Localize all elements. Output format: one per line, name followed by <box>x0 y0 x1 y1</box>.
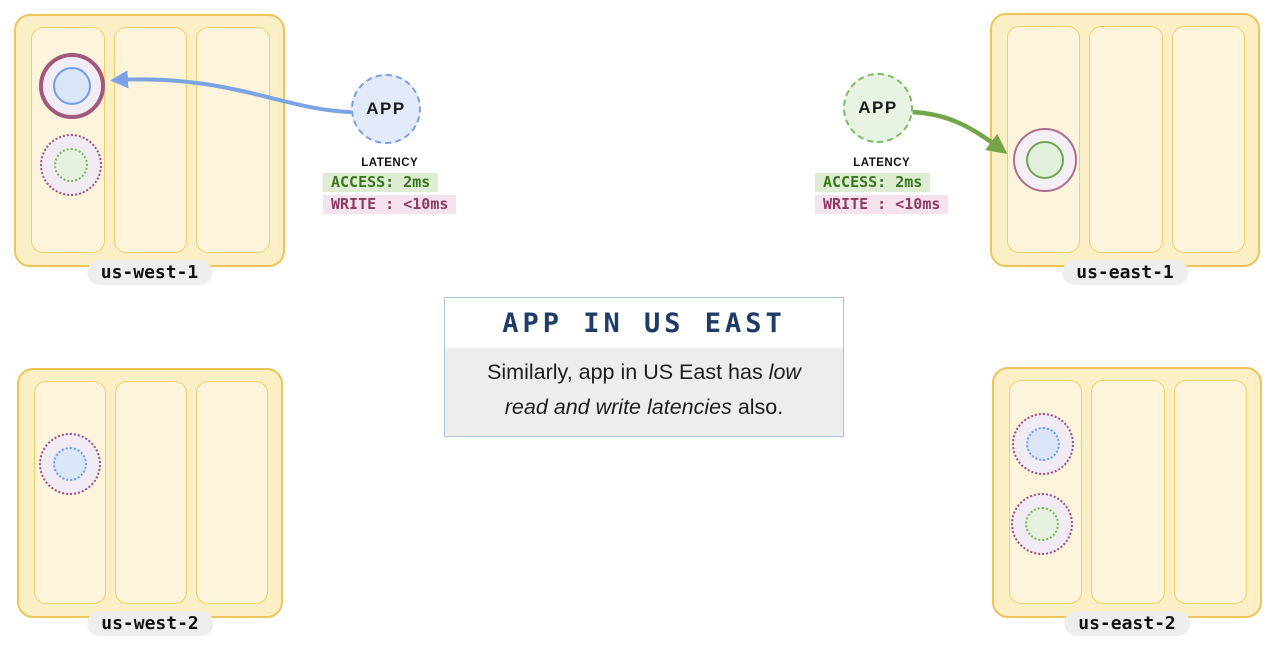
node-box <box>1009 380 1083 604</box>
follower-replica-circle <box>40 134 102 196</box>
callout-text-regular: Similarly, app in US East has <box>487 360 769 384</box>
latency-access-row: ACCESS: 2ms <box>323 173 439 192</box>
range-green-inner <box>1026 141 1064 179</box>
latency-title: LATENCY <box>361 157 419 169</box>
region-label: us-east-1 <box>1062 260 1188 285</box>
leaseholder-replica-circle <box>1013 128 1077 192</box>
app-label: APP <box>858 98 898 117</box>
follower-replica-circle <box>39 433 101 495</box>
callout-box: APP IN US EAST Similarly, app in US East… <box>444 297 844 437</box>
region-label: us-west-1 <box>86 260 213 285</box>
latency-panel-east: LATENCY ACCESS: 2ms WRITE : <10ms <box>815 157 949 217</box>
node-box <box>1171 26 1245 253</box>
region-us-west-2: us-west-2 <box>17 368 283 636</box>
follower-replica-circle <box>1011 493 1073 555</box>
node-box <box>115 381 187 604</box>
latency-write-row: WRITE : <10ms <box>815 195 949 214</box>
app-node-west: APP <box>351 74 421 144</box>
node-box <box>1091 380 1165 604</box>
node-box <box>1089 26 1163 253</box>
range-blue-inner <box>1026 427 1060 461</box>
region-us-east-2: us-east-2 <box>992 367 1262 636</box>
follower-replica-circle <box>1012 413 1074 475</box>
app-label: APP <box>366 99 406 118</box>
region-us-east-1: us-east-1 <box>990 13 1260 285</box>
latency-title: LATENCY <box>853 157 911 169</box>
range-blue-inner <box>53 447 87 481</box>
range-green-inner <box>1025 507 1059 541</box>
callout-title: APP IN US EAST <box>445 298 843 348</box>
latency-access-row: ACCESS: 2ms <box>815 173 931 192</box>
region-us-west-1: us-west-1 <box>14 14 285 285</box>
latency-write-row: WRITE : <10ms <box>323 195 457 214</box>
callout-text-italic: low <box>768 360 801 384</box>
range-blue-inner <box>53 67 91 105</box>
region-label: us-east-2 <box>1064 611 1190 636</box>
node-box <box>113 27 188 253</box>
app-node-east: APP <box>843 73 913 143</box>
latency-panel-west: LATENCY ACCESS: 2ms WRITE : <10ms <box>323 157 457 217</box>
app-east-access-arrow <box>909 109 1008 155</box>
node-box <box>196 27 271 253</box>
callout-text-italic: read and write latencies <box>504 395 732 419</box>
callout-body: Similarly, app in US East has low read a… <box>445 348 843 436</box>
range-green-inner <box>54 148 88 182</box>
region-label: us-west-2 <box>87 611 213 636</box>
node-box <box>196 381 268 604</box>
callout-text-regular: also. <box>731 395 784 419</box>
leaseholder-replica-circle <box>39 53 105 119</box>
node-box <box>1173 380 1247 604</box>
